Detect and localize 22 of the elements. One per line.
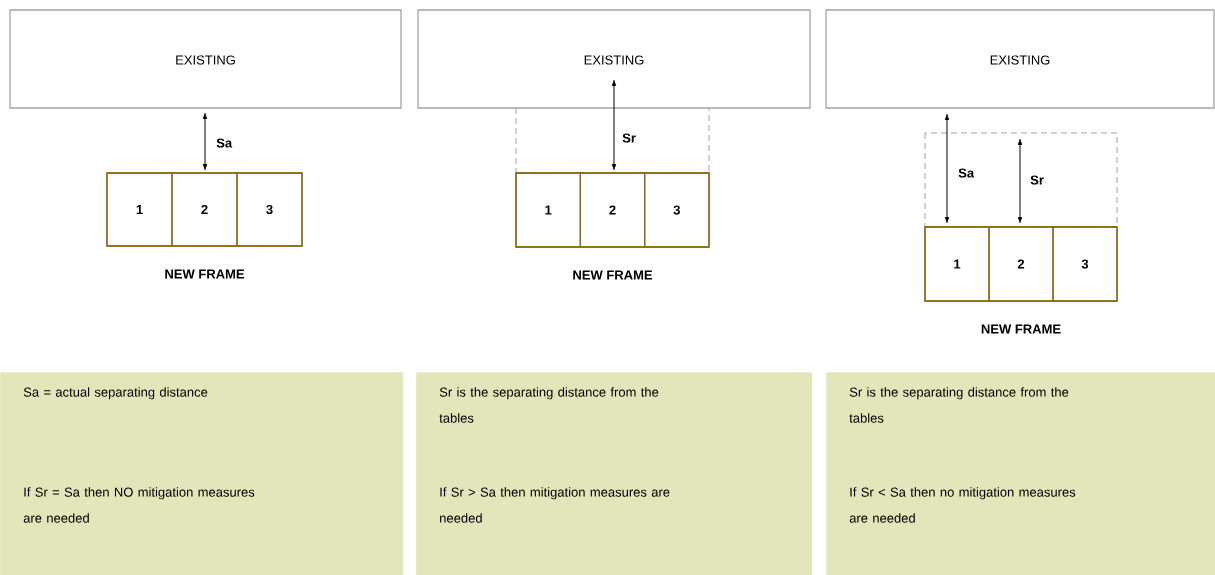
frame-section: 2 — [988, 226, 1054, 302]
dimension-label: Sr — [622, 133, 636, 143]
node-label: NEW FRAME — [573, 270, 653, 280]
note-box: Sa = actual separating distance If Sr = Sa then NO mitigation measures are needed — [0, 372, 404, 575]
existing-building-box: EXISTING — [825, 9, 1215, 109]
frame-section: 3 — [1052, 226, 1118, 302]
frame-section: 1 — [106, 172, 173, 247]
frame-section: 2 — [579, 172, 646, 248]
dimension-label: Sa — [216, 138, 233, 148]
frame-section: 1 — [924, 226, 990, 302]
frame-section: 1 — [515, 172, 581, 248]
frame-section: 3 — [236, 172, 303, 247]
note-box: Sr is the separating distance from the tables If Sr < Sa then no mitigation measures are needed — [826, 372, 1215, 575]
node-label: NEW FRAME — [981, 324, 1061, 334]
note-box: Sr is the separating distance from the tables If Sr > Sa then mitigation measures are needed — [416, 372, 813, 575]
node-label: NEW FRAME — [165, 269, 245, 279]
existing-building-box: EXISTING — [9, 9, 402, 109]
frame-section: 3 — [644, 172, 710, 248]
existing-building-box: EXISTING — [417, 9, 811, 109]
dimension-label: Sa — [958, 168, 975, 178]
dimension-label: Sr — [1030, 175, 1044, 185]
frame-section: 2 — [171, 172, 238, 247]
